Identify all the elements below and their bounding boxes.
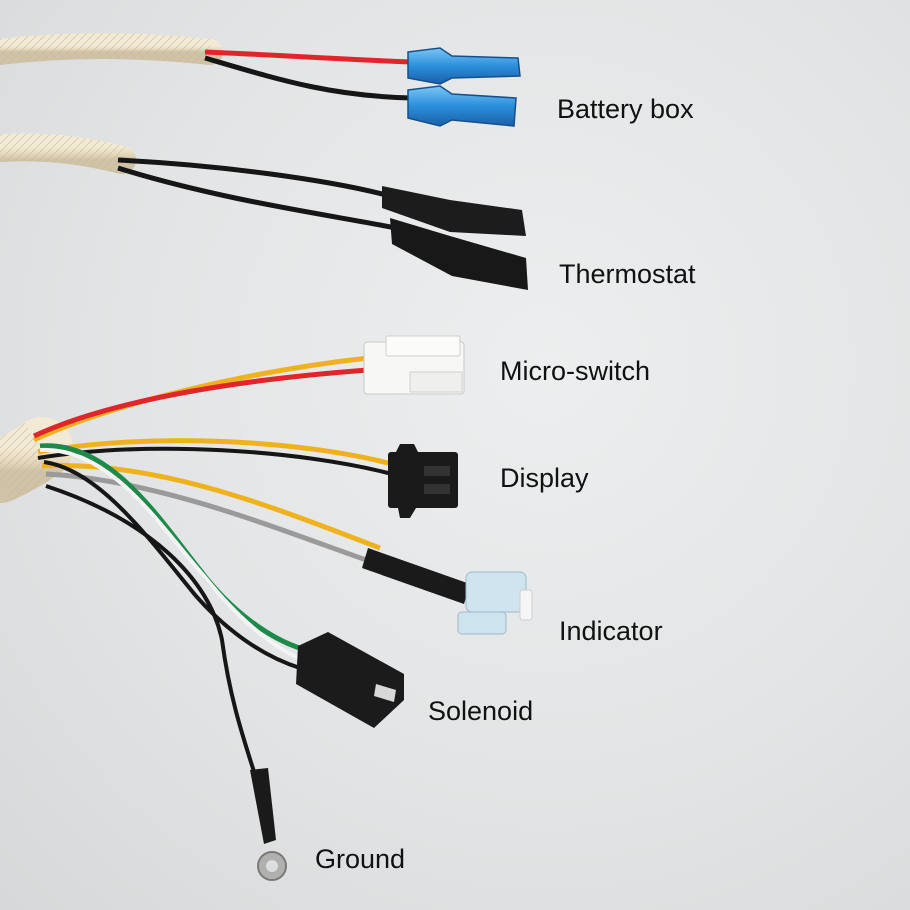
ground-label: Ground — [315, 844, 406, 874]
micro-switch-label: Micro-switch — [500, 356, 651, 386]
solenoid-wires — [39, 443, 404, 728]
white-molex-connector — [363, 335, 465, 395]
black-jst-connector — [388, 444, 458, 518]
display-label: Display — [500, 463, 589, 493]
thermostat-wires — [0, 133, 528, 290]
battery-box-label: Battery box — [557, 94, 694, 124]
heatshrink-sleeve — [362, 548, 470, 604]
thermostat-label: Thermostat — [559, 259, 696, 289]
blue-spade-terminal — [407, 85, 517, 127]
indicator-label: Indicator — [559, 616, 663, 646]
solenoid-label: Solenoid — [428, 696, 534, 726]
micro-switch-wires — [32, 335, 465, 443]
ring-terminal — [257, 851, 287, 881]
heatshrink-terminal — [382, 186, 526, 236]
blue-spade-terminal — [407, 47, 521, 85]
heatshrink-terminal — [390, 218, 528, 290]
main-sleeve — [0, 417, 73, 503]
black-jst-connector — [296, 632, 404, 728]
ground-wire — [45, 484, 287, 881]
battery-box-wires — [0, 33, 521, 127]
indicator-lamp — [457, 571, 533, 635]
indicator-wires — [41, 463, 533, 635]
